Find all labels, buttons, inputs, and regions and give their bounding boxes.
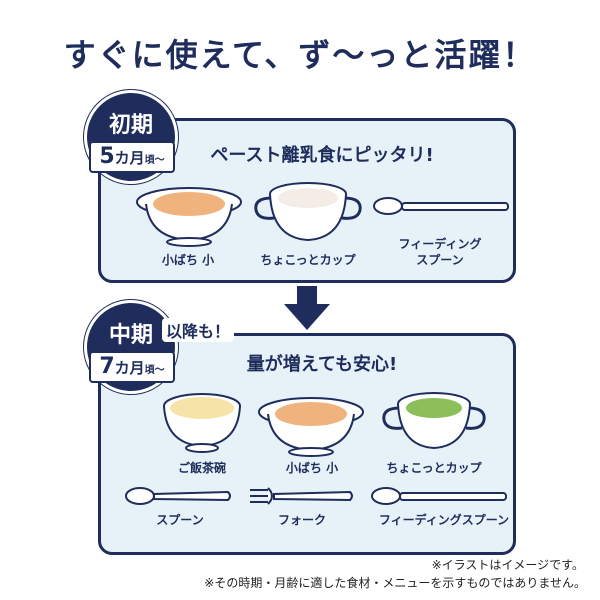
spoon-icon <box>125 487 231 505</box>
stage1-age: 5カ月頃〜 <box>89 141 175 173</box>
stage2-item-label: ちょこっとカップ <box>386 461 482 475</box>
stage1-item-label: ちょこっとカップ <box>260 253 356 267</box>
stage2-age: 7カ月頃〜 <box>89 351 175 383</box>
stage1-badge: 初期 5カ月頃〜 <box>84 90 178 184</box>
illustration-note: ※イラストはイメージです。 <box>431 558 584 572</box>
handled-cup-icon <box>254 182 362 242</box>
feeding-spoon-icon <box>371 487 507 505</box>
fork-icon <box>250 487 353 505</box>
small-bowl-icon <box>136 187 242 247</box>
handled-cup-icon <box>382 392 486 450</box>
stage2-item-label: 小ばち 小 <box>285 461 339 475</box>
stage2-item-label: スプーン <box>156 513 204 527</box>
stage2-after-label: 以降も！ <box>162 318 235 342</box>
stage2-item-label: フィーディングスプーン <box>378 513 510 527</box>
rice-bowl-icon <box>163 393 241 453</box>
small-bowl-icon <box>258 397 364 457</box>
stage2-age-num: 7 <box>99 354 115 379</box>
stage1-item-label: 小ばち 小 <box>161 253 215 267</box>
headline: すぐに使えて、ず〜っと活躍！ <box>63 36 537 74</box>
disclaimer-note: ※その時期・月齢に適した食材・メニューを示すものではありません。 <box>204 576 586 590</box>
stage1-title: ペースト離乳食にピッタリ! <box>210 145 434 166</box>
feeding-spoon-icon <box>373 197 509 215</box>
stage1-age-unit: カ月 <box>114 149 145 167</box>
stage1-item-label: フィーディング スプーン <box>398 237 482 267</box>
stage2-age-suffix: 頃〜 <box>144 365 165 376</box>
stage2-item-label: ご飯茶碗 <box>177 461 226 475</box>
stage2-badge: 中期 7カ月頃〜 <box>84 300 178 394</box>
stage2-item-label: フォーク <box>277 513 326 527</box>
stage2-age-unit: カ月 <box>114 359 145 377</box>
arrow-down-icon <box>284 286 330 330</box>
stage1-age-suffix: 頃〜 <box>144 155 165 166</box>
stage1-age-num: 5 <box>99 144 115 169</box>
stage2-label: 中期 <box>108 323 153 348</box>
stage2-title: 量が増えても安心! <box>246 354 398 375</box>
stage1-label: 初期 <box>108 113 153 138</box>
